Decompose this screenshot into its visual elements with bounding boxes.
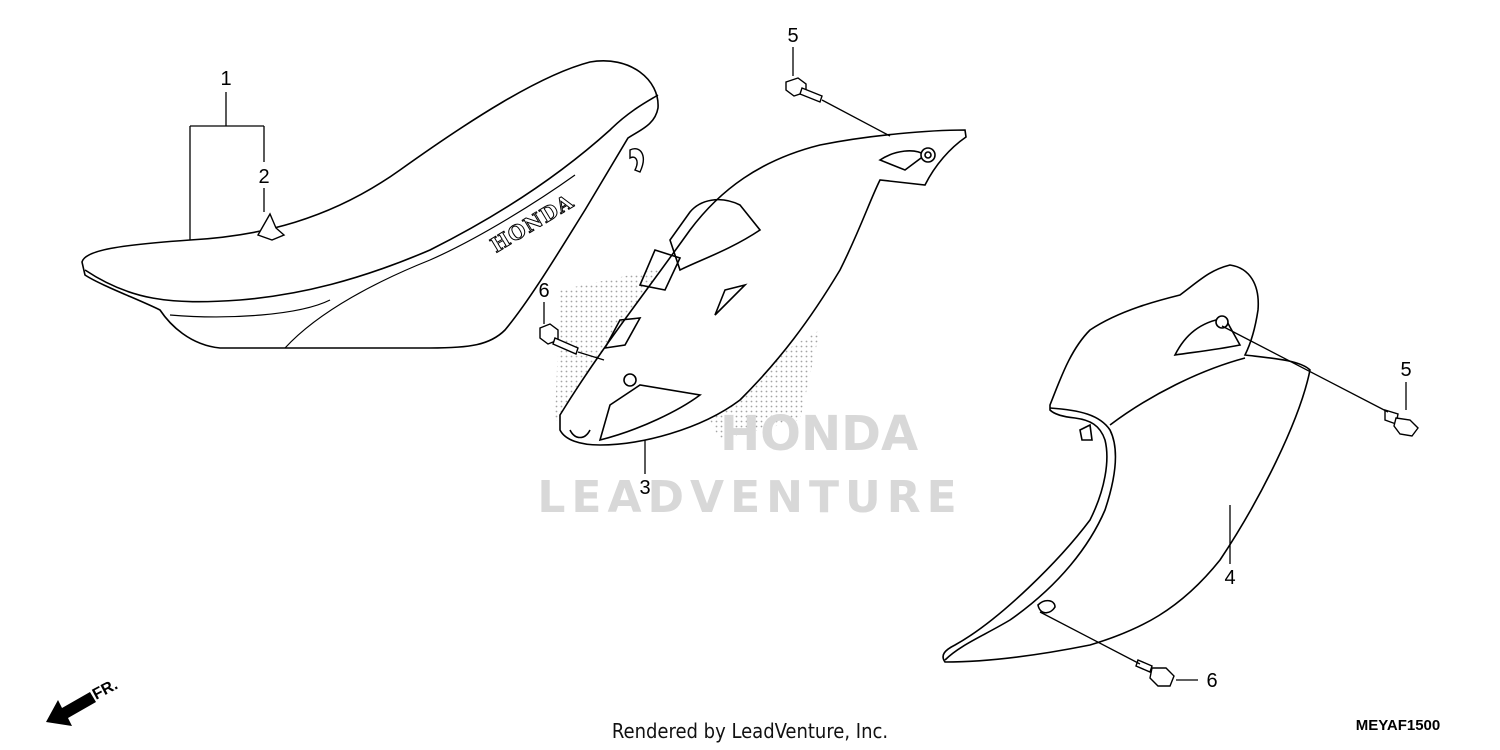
side-cover-right-part[interactable] — [942, 264, 1311, 663]
callout-2: 2 — [258, 166, 269, 188]
diagram-code: MEYAF1500 — [1356, 717, 1441, 734]
bolt-6-right[interactable] — [1135, 659, 1175, 687]
callout-5-upper: 5 — [787, 25, 798, 47]
watermark-brand: HONDA — [720, 406, 918, 462]
callout-5-right: 5 — [1400, 359, 1411, 381]
callout-6-left: 6 — [538, 280, 549, 302]
direction-label: FR. — [90, 676, 121, 703]
footer-credit: Rendered by LeadVenture, Inc. — [612, 719, 888, 743]
watermark-name: LEADVENTURE — [537, 472, 962, 523]
callout-1: 1 — [220, 68, 231, 90]
front-direction-arrow: FR. — [46, 676, 121, 726]
callout-3: 3 — [639, 477, 650, 499]
bolt-5-upper[interactable] — [785, 77, 823, 103]
side-cover-left-part[interactable] — [559, 129, 967, 446]
bolt-5-right[interactable] — [1384, 409, 1419, 437]
callout-4: 4 — [1224, 567, 1235, 589]
seat-part[interactable]: HONDA — [81, 60, 659, 349]
bolt-6-left[interactable] — [539, 323, 579, 355]
callout-6-right: 6 — [1206, 670, 1217, 692]
leader-lines — [189, 47, 1407, 681]
